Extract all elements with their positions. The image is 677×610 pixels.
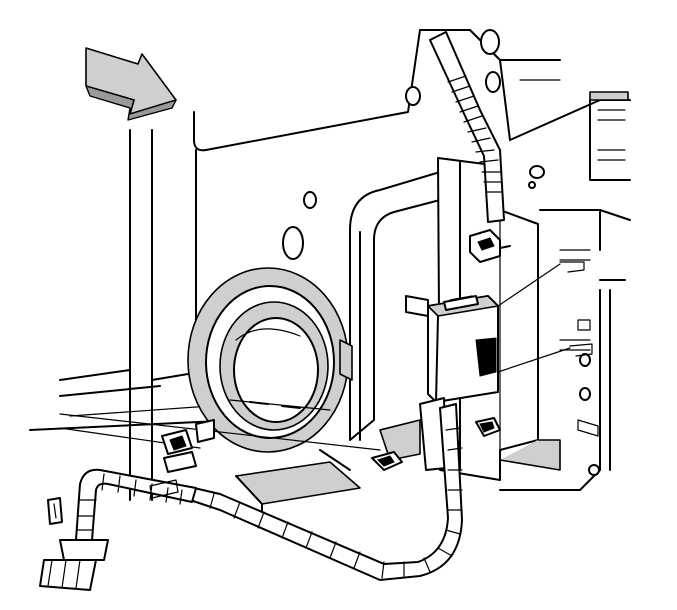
connector-module-icon [405, 261, 593, 403]
harness-clip [149, 419, 215, 499]
upper-wire-loom [429, 31, 505, 223]
wire-harness-icon [39, 403, 463, 591]
fastener-nut-icon [469, 229, 511, 263]
direction-arrow-icon [85, 47, 177, 121]
right-structure [499, 91, 631, 491]
vertical-pillar [129, 129, 153, 501]
floor-plate [235, 449, 361, 513]
lower-bracket [371, 397, 501, 471]
round-grommet [187, 267, 349, 453]
